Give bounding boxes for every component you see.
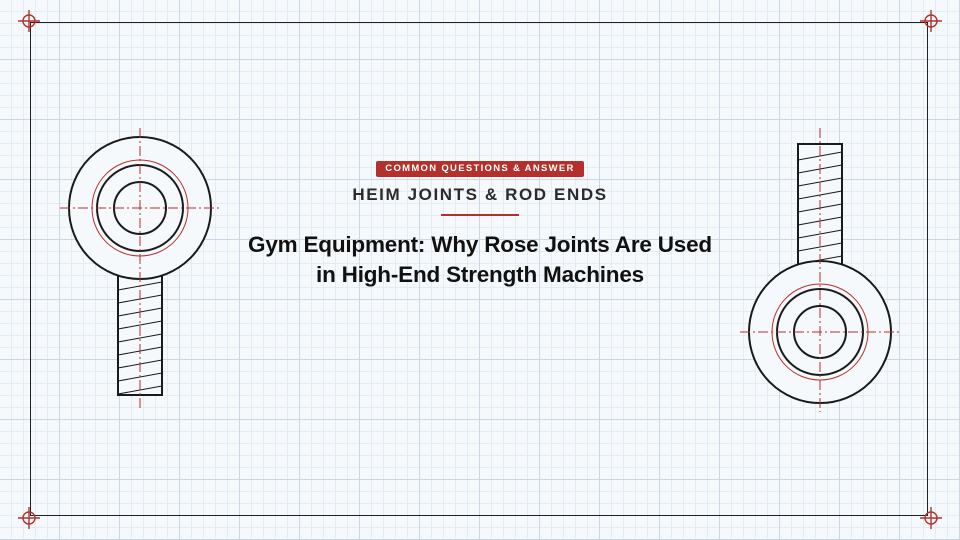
crosshair-icon: [920, 10, 942, 32]
category-badge: COMMON QUESTIONS & ANSWER: [376, 161, 584, 177]
title-line-2: in High-End Strength Machines: [316, 262, 644, 287]
section-subtitle: HEIM JOINTS & ROD ENDS: [352, 185, 608, 204]
drawing-frame: [30, 22, 928, 516]
title-block: COMMON QUESTIONS & ANSWER HEIM JOINTS & …: [180, 158, 780, 290]
page-title: Gym Equipment: Why Rose Joints Are Used …: [180, 230, 780, 290]
title-line-1: Gym Equipment: Why Rose Joints Are Used: [248, 232, 712, 257]
crosshair-icon: [18, 507, 40, 529]
accent-divider: [441, 214, 519, 216]
crosshair-icon: [18, 10, 40, 32]
crosshair-icon: [920, 507, 942, 529]
